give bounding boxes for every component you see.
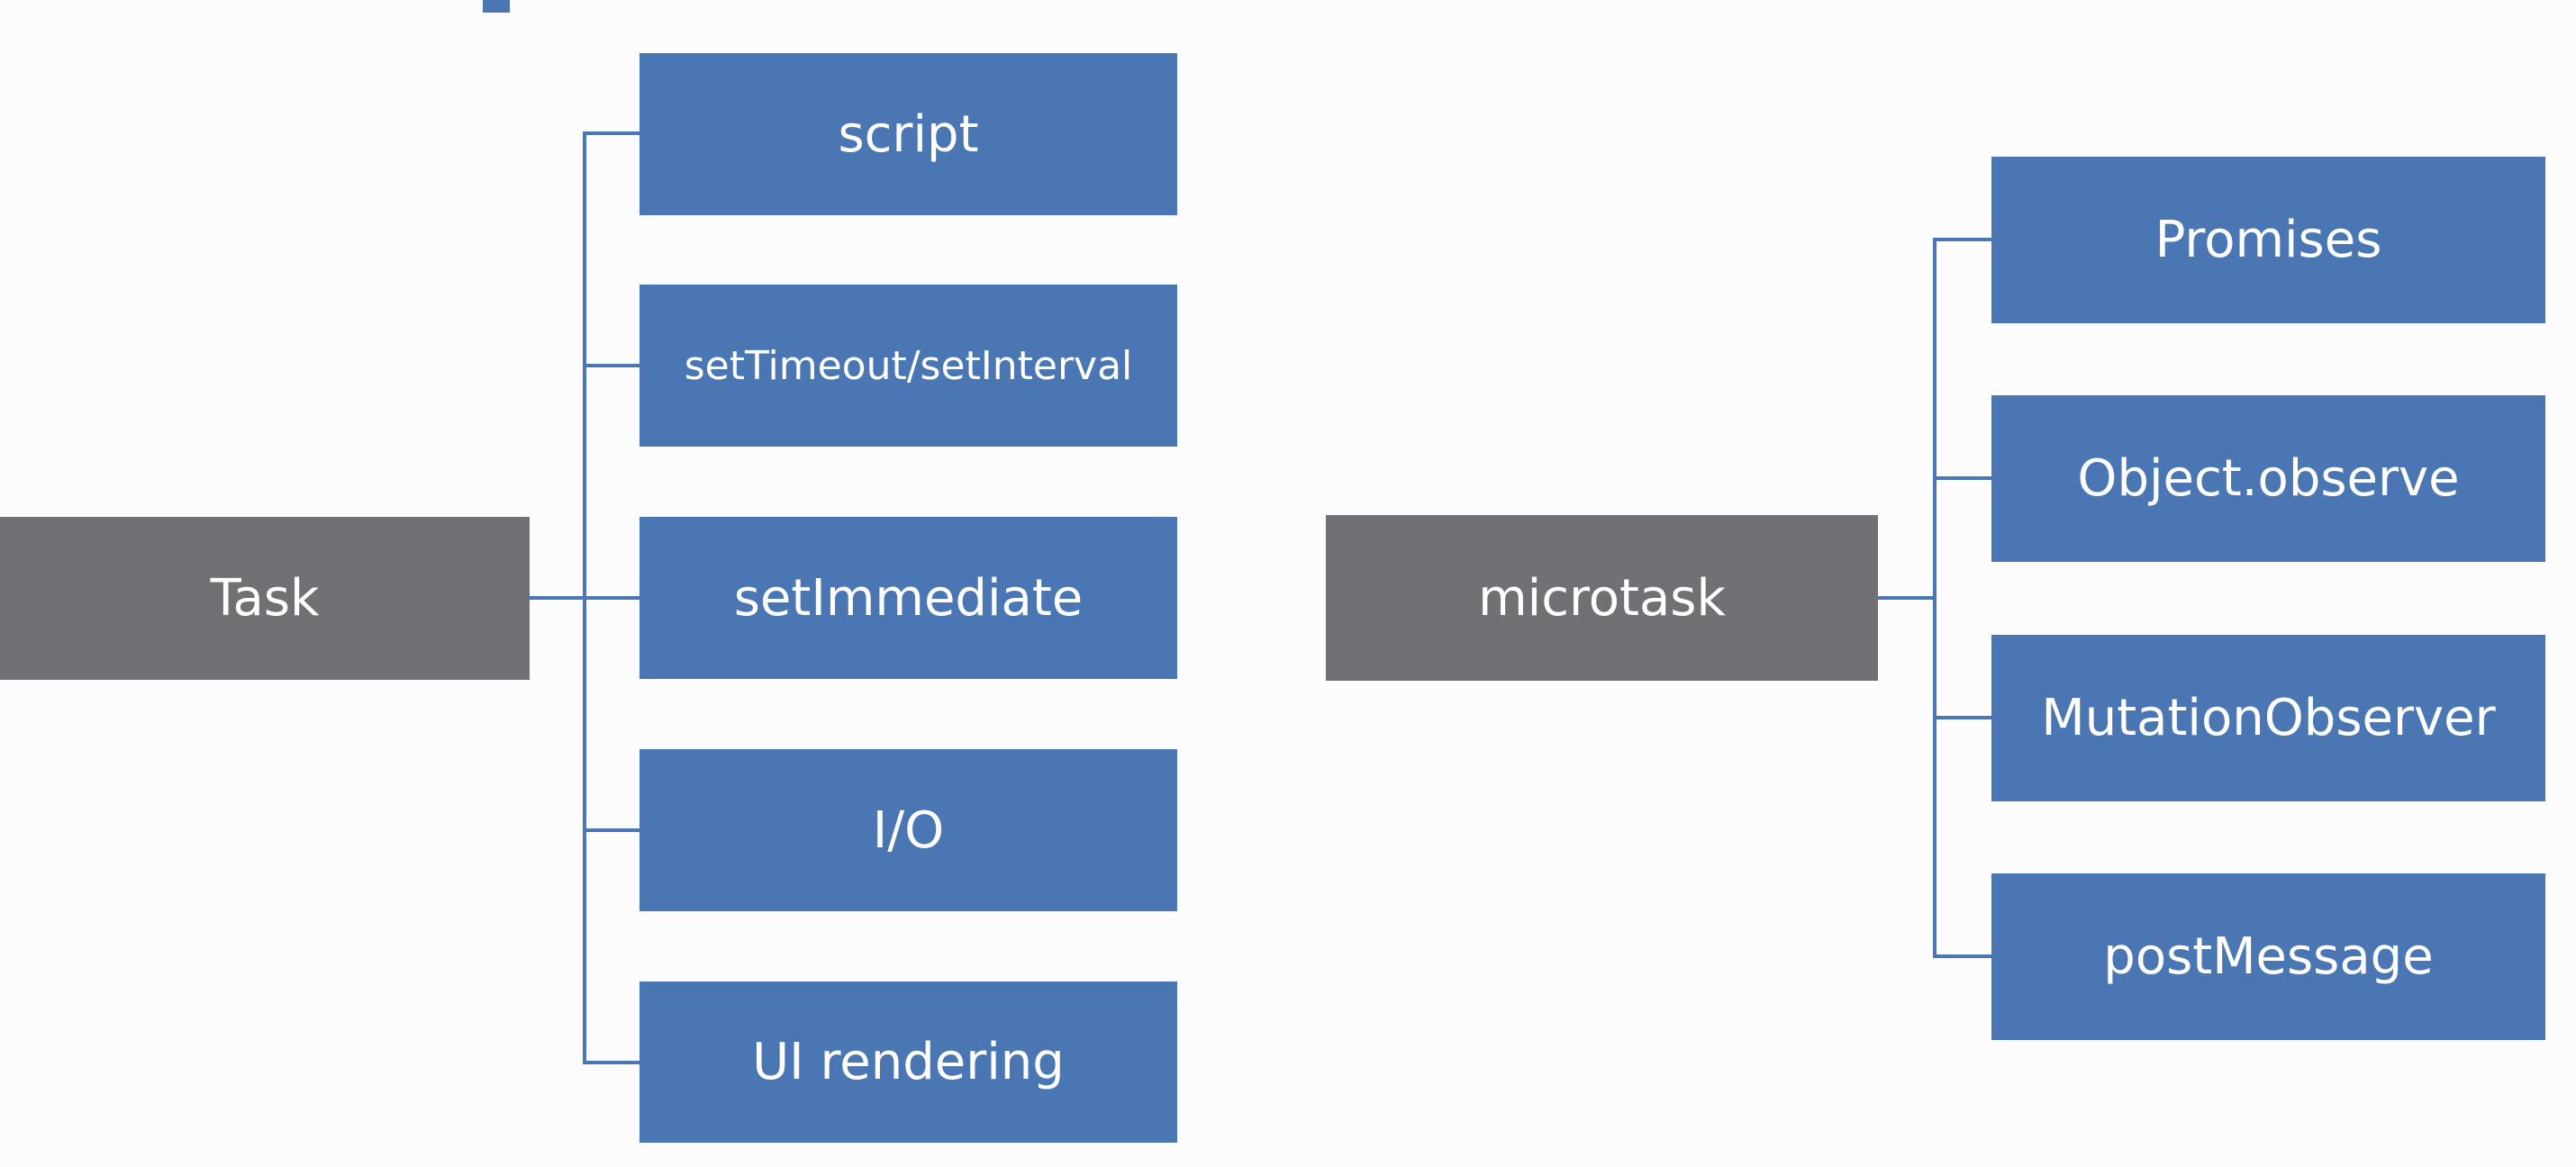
leaf-script: script: [639, 53, 1177, 215]
task-node: Task: [0, 517, 530, 680]
microtask-branch-postmessage: [1933, 954, 1991, 958]
leaf-postmessage: postMessage: [1991, 873, 2545, 1040]
task-branch-settimeout: [583, 364, 639, 367]
leaf-io: I/O: [639, 749, 1177, 911]
leaf-mutationobserver: MutationObserver: [1991, 635, 2545, 801]
microtask-node: microtask: [1326, 515, 1878, 681]
microtask-branch-promises: [1933, 238, 1991, 241]
leaf-promises: Promises: [1991, 157, 2545, 323]
microtask-connector-vertical: [1933, 238, 1937, 958]
task-branch-setimmediate: [583, 596, 639, 600]
task-branch-ui-rendering: [583, 1061, 639, 1064]
microtask-branch-mutationobserver: [1933, 716, 1991, 719]
task-branch-script: [583, 131, 639, 135]
microtask-connector-horizontal: [1878, 596, 1937, 600]
title-fragment: [483, 0, 510, 13]
task-connector-horizontal: [530, 596, 585, 600]
leaf-ui-rendering: UI rendering: [639, 982, 1177, 1143]
leaf-settimeout-setinterval: setTimeout/setInterval: [639, 285, 1177, 447]
leaf-setimmediate: setImmediate: [639, 517, 1177, 679]
microtask-branch-object-observe: [1933, 476, 1991, 480]
leaf-object-observe: Object.observe: [1991, 395, 2545, 562]
task-branch-io: [583, 828, 639, 832]
